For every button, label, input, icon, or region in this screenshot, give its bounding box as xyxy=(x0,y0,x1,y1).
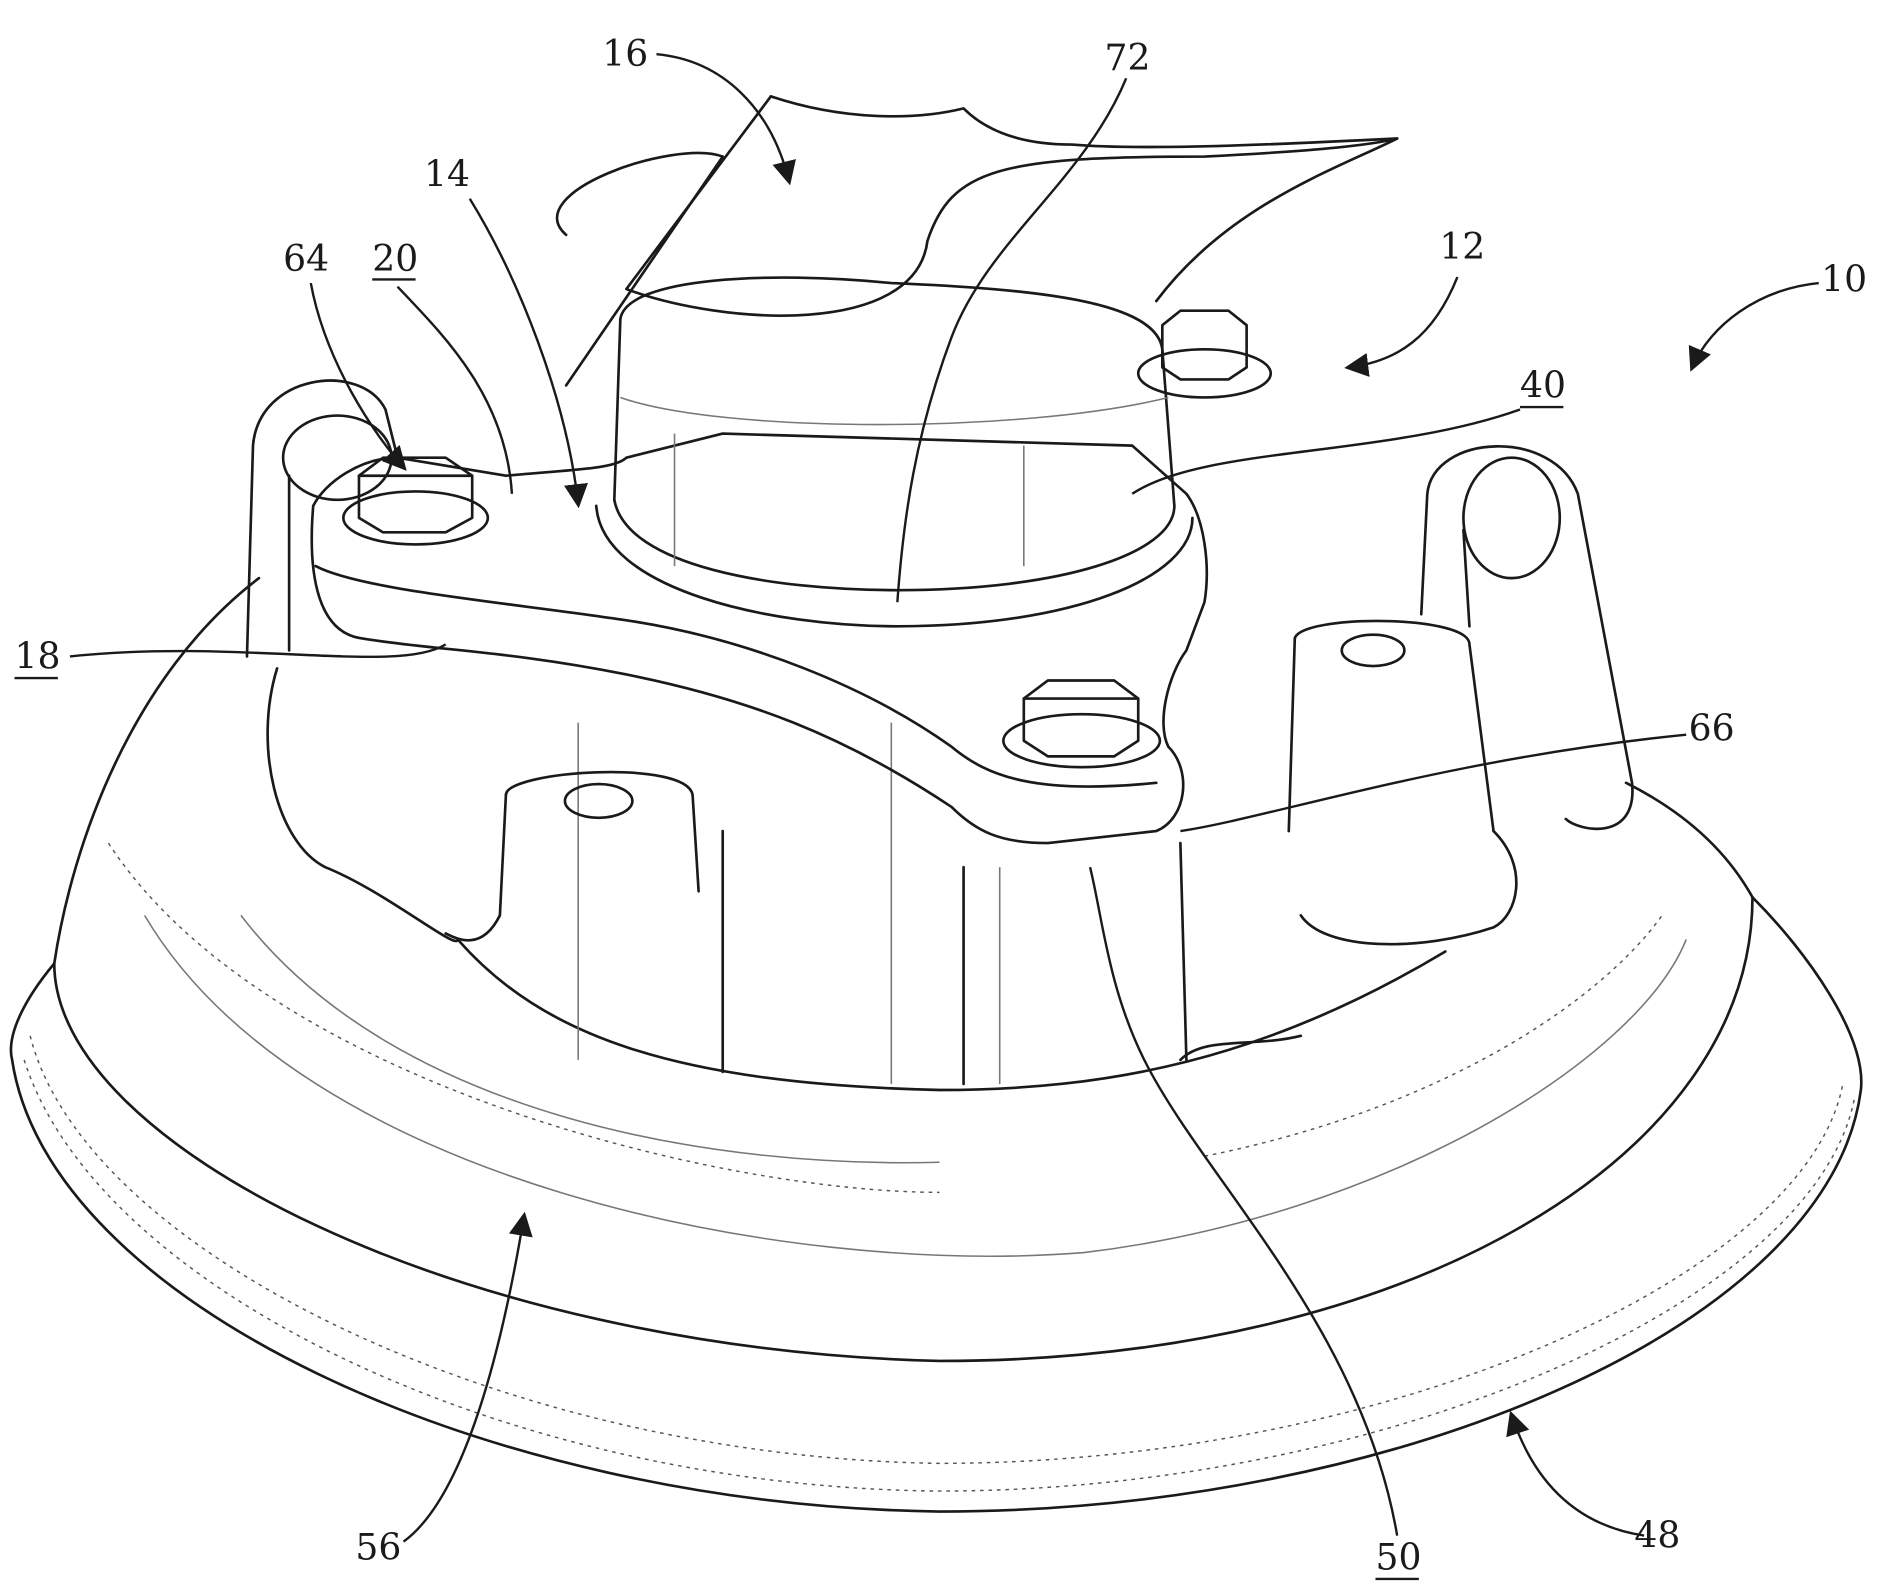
base-flange-48 xyxy=(11,897,1861,1511)
label-18: 18 xyxy=(15,634,61,677)
label-48: 48 xyxy=(1634,1514,1680,1557)
label-14: 14 xyxy=(424,153,470,196)
loop-handles xyxy=(247,381,1632,829)
dome-body-56 xyxy=(54,578,1752,1256)
label-20: 20 xyxy=(372,237,418,280)
leader-lines xyxy=(70,54,1819,1541)
label-16: 16 xyxy=(602,32,648,75)
pipe-16 xyxy=(557,96,1397,385)
bolt-66 xyxy=(1003,680,1160,767)
label-66: 66 xyxy=(1689,707,1735,750)
cap-40 xyxy=(596,278,1192,627)
label-40: 40 xyxy=(1520,363,1566,406)
label-10: 10 xyxy=(1821,257,1867,300)
bolt-rear xyxy=(1138,311,1270,398)
label-72: 72 xyxy=(1105,36,1151,79)
label-56: 56 xyxy=(355,1526,401,1569)
bolt-64 xyxy=(343,458,488,545)
label-64: 64 xyxy=(283,237,329,280)
label-12: 12 xyxy=(1439,225,1485,268)
label-50: 50 xyxy=(1375,1535,1421,1578)
central-housing xyxy=(268,621,1517,1084)
